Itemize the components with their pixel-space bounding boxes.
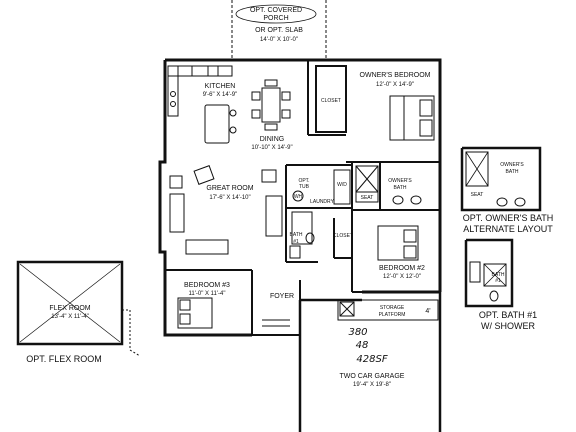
alt-bath-seat: SEAT: [471, 192, 484, 198]
interior-walls: [165, 60, 440, 336]
flex-room-caption: OPT. FLEX ROOM: [26, 354, 102, 364]
garage-dim: 19'-4" X 19'-8": [353, 382, 391, 388]
storage-width: 4': [425, 308, 430, 315]
dining-label: DINING: [260, 136, 285, 143]
bath1-line1: BATH: [290, 232, 303, 238]
dining-table: [251, 79, 291, 131]
storage-platform: [337, 299, 439, 321]
owners-bath-seat: SEAT: [361, 195, 374, 201]
handwritten-line2: 48: [356, 340, 369, 351]
alt-owners-bath: [460, 146, 542, 212]
porch-outline: [231, 0, 327, 60]
owners-bedroom-label: OWNER'S BEDROOM: [360, 72, 431, 79]
owners-bath-line2: BATH: [394, 185, 407, 191]
porch-line1: OPT. COVERED: [250, 7, 302, 14]
kitchen-fixtures: [167, 65, 237, 144]
bedroom3-bed: [177, 297, 213, 329]
owners-bedroom-dim: 12'-0" X 14'-9": [376, 82, 414, 88]
porch-dim: 14'-0" X 10'-0": [260, 37, 298, 43]
alt-bath1: [464, 238, 514, 308]
handwritten-line3: 428SF: [356, 354, 387, 365]
porch-line2: PORCH: [263, 15, 288, 22]
bedroom3-label: BEDROOM #3: [184, 282, 230, 289]
opt-tub-line2: TUB: [299, 184, 310, 190]
flex-room-label: FLEX ROOM: [49, 305, 90, 312]
owners-bath-line1: OWNER'S: [388, 178, 412, 184]
great-room-furniture: [169, 165, 283, 255]
alt-bath-line1: OWNER'S: [500, 162, 524, 168]
entry-stairs: [262, 319, 290, 327]
great-room-dim: 17'-6" X 14'-10": [209, 195, 250, 201]
laundry-label: LAUNDRY: [310, 199, 334, 205]
great-room-label: GREAT ROOM: [206, 185, 253, 192]
storage-line2: PLATFORM: [379, 312, 406, 318]
alt-bath-line2: BATH: [506, 169, 519, 175]
alt-bath1-caption1: OPT. BATH #1: [479, 310, 537, 320]
storage-line1: STORAGE: [380, 305, 405, 311]
laundry-fixtures: [291, 169, 351, 245]
owners-bath-fixtures: [355, 165, 422, 205]
alt-bath1-caption2: W/ SHOWER: [481, 321, 535, 331]
alt-bath-caption2: ALTERNATE LAYOUT: [463, 224, 553, 234]
bedroom2-label: BEDROOM #2: [379, 265, 425, 272]
alt-bath1-line2: #1: [495, 278, 501, 284]
wd-label: W/D: [337, 182, 347, 188]
wh-label: WH: [294, 194, 303, 200]
bedroom3-dim: 11'-0" X 11'-4": [188, 291, 225, 297]
closet-label-1: CLOSET: [321, 98, 341, 104]
dining-dim: 10'-10" X 14'-9": [251, 145, 292, 151]
porch-line3: OR OPT. SLAB: [255, 27, 303, 34]
kitchen-label: KITCHEN: [205, 83, 236, 90]
bedroom2-dim: 12'-0" X 12'-0": [383, 274, 421, 280]
foyer-label: FOYER: [270, 293, 294, 300]
flex-room-dim: 13'-4" X 11'-4": [51, 314, 88, 320]
opt-tub-line1: OPT.: [298, 178, 309, 184]
kitchen-dim: 9'-6" X 14'-9": [203, 92, 238, 98]
closet-label-2: CLOSET: [333, 233, 353, 239]
handwritten-line1: 380: [348, 327, 367, 338]
bedroom2-bed: [377, 225, 419, 261]
bath1-line2: #1: [293, 239, 299, 245]
garage-label: TWO CAR GARAGE: [340, 373, 405, 380]
bath1-fixtures: [289, 232, 315, 259]
flex-room: [16, 260, 141, 357]
alt-bath-caption1: OPT. OWNER'S BATH: [463, 213, 554, 223]
owners-bed: [389, 95, 435, 141]
alt-bath1-line1: BATH: [492, 272, 505, 278]
